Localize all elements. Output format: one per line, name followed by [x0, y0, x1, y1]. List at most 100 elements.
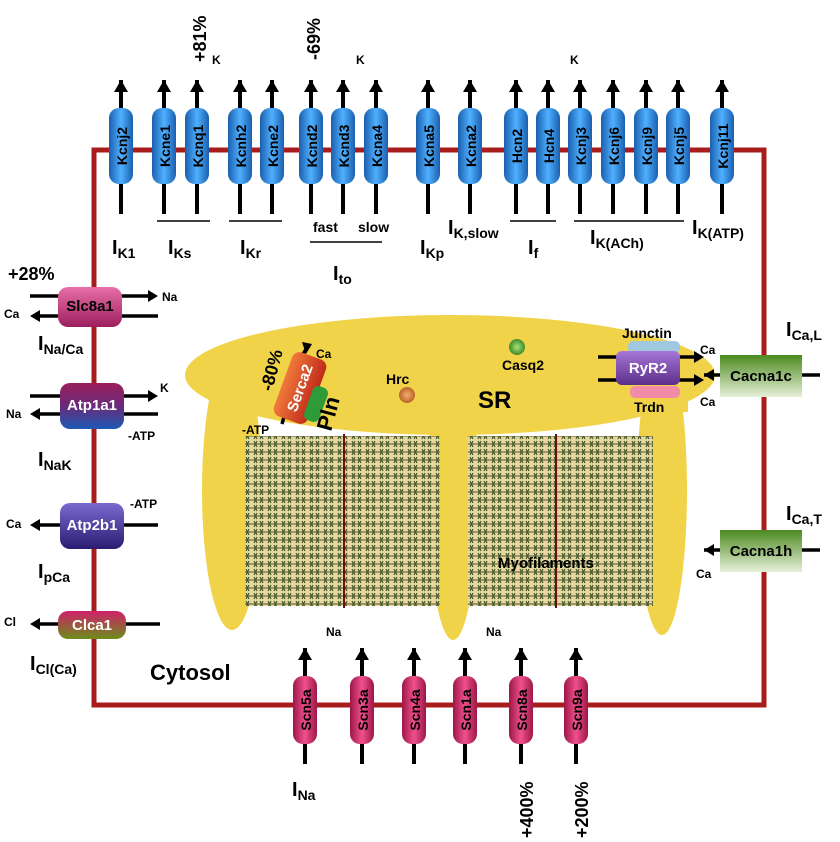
slc8a1-exchanger: Slc8a1	[30, 287, 158, 327]
cacna1h-ca-label: Ca	[696, 567, 712, 581]
svg-text:Kcnj11: Kcnj11	[715, 123, 731, 168]
casq2-label: Casq2	[502, 357, 544, 373]
na-ion-label-2: Na	[486, 625, 502, 639]
k-channel-Kcnj2: Kcnj2	[109, 80, 133, 214]
na-channel-Scn8a: Scn8a	[509, 648, 533, 764]
current-IK1: IK1	[112, 237, 136, 261]
svg-text:Kcnj3: Kcnj3	[573, 127, 589, 165]
k-channel-Hcn2: Hcn2	[504, 80, 528, 214]
casq2-icon	[509, 339, 525, 355]
k-channel-Kcnd3: Kcnd3	[331, 80, 355, 214]
current-grouping-lines	[157, 220, 684, 243]
atp2-atp-label: -ATP	[130, 497, 157, 511]
na-channel-Scn5a: Scn5a	[293, 648, 317, 764]
k-channel-Kcne2: Kcne2	[260, 80, 284, 214]
svg-text:Kcna5: Kcna5	[421, 125, 437, 167]
k-channel-Kcna4: Kcna4	[364, 80, 388, 214]
current-IKp: IKp	[420, 237, 444, 261]
current-ICaL: ICa,L	[786, 319, 822, 343]
sr-label: SR	[478, 387, 511, 414]
svg-text:Cacna1c: Cacna1c	[730, 368, 792, 385]
svg-text:Kcnq1: Kcnq1	[190, 124, 206, 167]
serca2-pump: Serca2	[273, 342, 328, 425]
current-IKr: IKr	[240, 237, 262, 261]
current-IKs: IKs	[168, 237, 192, 261]
scn9a-change: +200%	[572, 781, 592, 838]
serca-atp-label: -ATP	[242, 423, 269, 437]
svg-text:Scn5a: Scn5a	[298, 689, 314, 730]
svg-text:Scn4a: Scn4a	[407, 689, 423, 730]
current-IKACh: IK(ACh)	[590, 227, 644, 251]
svg-text:Kcnd2: Kcnd2	[304, 124, 320, 167]
svg-text:Scn8a: Scn8a	[514, 689, 530, 730]
svg-text:Scn9a: Scn9a	[569, 689, 585, 730]
svg-text:Kcnj6: Kcnj6	[606, 127, 622, 165]
k-channel-Kcnd2: Kcnd2	[299, 80, 323, 214]
ito-fast-label: fast	[313, 219, 338, 235]
svg-text:Clca1: Clca1	[72, 617, 112, 634]
svg-text:Kcnd3: Kcnd3	[336, 124, 352, 167]
k-channel-Kcne1: Kcne1	[152, 80, 176, 214]
k-channel-Hcn4: Hcn4	[536, 80, 560, 214]
atp2b1-pump: Atp2b1	[30, 503, 158, 549]
na-channel-Scn1a: Scn1a	[453, 648, 477, 764]
svg-text:Kcnh2: Kcnh2	[233, 124, 249, 167]
svg-text:Scn1a: Scn1a	[458, 689, 474, 730]
slc-ca-label: Ca	[4, 307, 20, 321]
k-ion-label-2: K	[356, 53, 365, 67]
k-channel-Kcna5: Kcna5	[416, 80, 440, 214]
atp1-k-label: K	[160, 381, 169, 395]
hrc-icon	[399, 387, 415, 403]
svg-text:Cacna1h: Cacna1h	[730, 543, 793, 560]
na-channel-Scn3a: Scn3a	[350, 648, 374, 764]
k-channel-Kcna2: Kcna2	[458, 80, 482, 214]
potassium-channel-row: Kcnj2 Kcne1 Kcnq1 Kcnh2 Kcne2 Kcnd2 Kcnd…	[109, 80, 734, 214]
scn8a-change: +400%	[517, 781, 537, 838]
k-channel-Kcnj9: Kcnj9	[634, 80, 658, 214]
cacna1c-channel: Cacna1c	[704, 355, 820, 397]
na-channel-Scn4a: Scn4a	[402, 648, 426, 764]
myofilaments-label: Myofilaments	[498, 555, 594, 572]
cacna1h-channel: Cacna1h	[704, 530, 820, 572]
svg-text:Kcnj2: Kcnj2	[114, 127, 130, 165]
na-ion-label-1: Na	[326, 625, 342, 639]
svg-text:Kcna4: Kcna4	[369, 125, 385, 167]
k-ion-label-3: K	[570, 53, 579, 67]
junctin-label: Junctin	[622, 325, 672, 341]
pln-icon	[304, 386, 328, 422]
current-IClCa: ICl(Ca)	[30, 653, 77, 677]
na-channel-Scn9a: Scn9a	[564, 648, 588, 764]
current-INa: INa	[292, 779, 316, 803]
serca-ca-label: Ca	[316, 347, 332, 361]
clca-cl-label: Cl	[4, 615, 16, 629]
current-ICaT: ICa,T	[786, 503, 822, 527]
current-IKslow: IK,slow	[448, 217, 499, 241]
trdn-label: Trdn	[634, 399, 664, 415]
kcnq1-change: +81%	[190, 15, 210, 62]
svg-text:Kcne2: Kcne2	[265, 125, 281, 167]
svg-text:Kcna2: Kcna2	[463, 125, 479, 167]
current-INaCa: INa/Ca	[38, 333, 83, 357]
slc8a1-change: +28%	[8, 264, 55, 284]
ryr-ca-top: Ca	[700, 343, 716, 357]
svg-text:Atp1a1: Atp1a1	[67, 397, 117, 414]
svg-text:Kcnj9: Kcnj9	[639, 127, 655, 165]
current-INaK: INaK	[38, 449, 72, 473]
svg-text:Slc8a1: Slc8a1	[66, 298, 114, 315]
ito-slow-label: slow	[358, 219, 389, 235]
atp1-atp-label: -ATP	[128, 429, 155, 443]
svg-text:Kcnj5: Kcnj5	[671, 127, 687, 165]
cytosol-label: Cytosol	[150, 660, 231, 685]
ryr2-complex: RyR2	[598, 341, 704, 398]
svg-text:Kcne1: Kcne1	[157, 125, 173, 167]
k-channel-Kcnj5: Kcnj5	[666, 80, 690, 214]
current-IKATP: IK(ATP)	[692, 217, 744, 241]
k-channel-Kcnj11: Kcnj11	[710, 80, 734, 214]
svg-text:Scn3a: Scn3a	[355, 689, 371, 730]
current-IpCa: IpCa	[38, 561, 70, 585]
svg-text:Atp2b1: Atp2b1	[67, 517, 118, 534]
k-ion-label-1: K	[212, 53, 221, 67]
svg-text:Hcn2: Hcn2	[509, 129, 525, 163]
sodium-channel-row: Scn5a Scn3a Scn4a Scn1a Scn8a Scn9a	[293, 648, 588, 764]
